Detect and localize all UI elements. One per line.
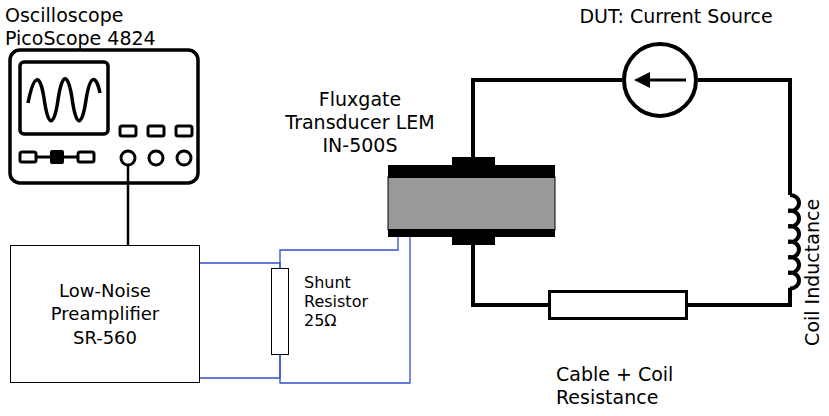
wire — [473, 80, 622, 165]
wire — [688, 290, 790, 305]
fluxgate-symbol: Fluxgate Transducer LEM IN-500S — [388, 165, 555, 237]
oscilloscope-icon-drawing — [8, 48, 200, 185]
component-label: Shunt Resistor 25Ω — [304, 273, 368, 331]
current-source-symbol: DUT: Current Source — [622, 42, 698, 118]
instrument-label: Oscilloscope PicoScope 4824 — [5, 4, 205, 50]
oscilloscope-icon: Oscilloscope PicoScope 4824 — [8, 48, 200, 185]
wire — [200, 263, 280, 378]
resistor-symbol: Shunt Resistor 25Ω — [271, 268, 289, 355]
resistor-symbol: Cable + Coil Resistance — [548, 290, 688, 320]
component-label: DUT: Current Source — [536, 5, 816, 28]
wire — [473, 237, 548, 305]
inductor-symbol: Coil Inductance — [772, 195, 802, 290]
wire — [127, 185, 130, 245]
component-label: Coil Inductance — [801, 199, 824, 346]
current-source-symbol-drawing — [622, 42, 698, 118]
preamp-box: Low-Noise Preamplifier SR-560 — [10, 245, 200, 383]
component-label: Cable + Coil Resistance — [556, 363, 706, 409]
box-label: Low-Noise Preamplifier SR-560 — [51, 279, 159, 349]
fluxgate-symbol-drawing — [388, 165, 555, 237]
component-label: Fluxgate Transducer LEM IN-500S — [285, 88, 435, 156]
wire — [280, 237, 410, 383]
wire — [698, 80, 790, 195]
inductor-symbol-drawing — [772, 195, 802, 290]
